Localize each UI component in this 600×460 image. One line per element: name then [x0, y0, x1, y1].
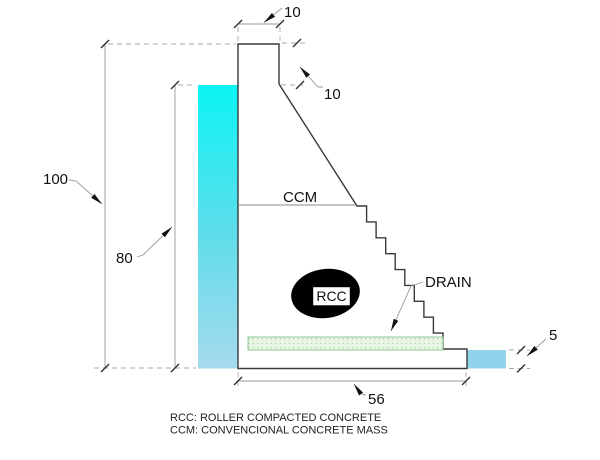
dim-value-base-width: 56	[368, 391, 385, 408]
legend-rcc-definition: RCC: ROLLER COMPACTED CONCRETE	[170, 412, 381, 424]
leader-line	[68, 179, 103, 205]
leader-line	[263, 7, 283, 23]
leader-line	[136, 226, 173, 258]
drain-strip	[247, 336, 444, 351]
dim-value-reservoir-depth: 80	[116, 250, 133, 267]
dim-tick	[233, 376, 243, 386]
drain-leader-line	[390, 281, 424, 332]
legend-ccm-definition: CCM: CONVENCIONAL CONCRETE MASS	[170, 425, 388, 437]
drain-label: DRAIN	[425, 274, 472, 291]
legend: RCC: ROLLER COMPACTED CONCRETE CCM: CONV…	[170, 412, 388, 437]
dim-reservoir-depth: 80	[116, 80, 196, 373]
rcc-label-box	[311, 285, 352, 307]
dim-tick	[516, 364, 526, 373]
dim-total-height: 100	[43, 39, 236, 373]
dim-tick	[461, 376, 471, 386]
leader-line	[353, 383, 367, 396]
dim-base-width: 56	[233, 372, 471, 408]
dim-tick	[100, 39, 110, 49]
dim-value-total-height: 100	[43, 171, 68, 188]
dim-tick	[170, 363, 180, 373]
dim-tick	[295, 80, 305, 90]
dim-crest-width: 10	[233, 4, 301, 42]
dim-value-crest-width: 10	[284, 4, 301, 21]
dim-value-upper-face: 10	[324, 86, 341, 103]
leader-line	[299, 66, 323, 88]
dim-tick	[275, 19, 285, 29]
upstream-reservoir-water	[198, 85, 238, 369]
dim-value-tailwater-depth: 5	[549, 327, 557, 344]
dim-upper-face-height: 10	[281, 38, 341, 103]
ccm-label: CCM	[283, 189, 317, 206]
rcc-label: RCC	[316, 288, 346, 304]
tailwater	[467, 350, 506, 369]
dim-tick	[516, 345, 526, 355]
dam-body	[237, 43, 468, 370]
dim-tick	[170, 80, 180, 90]
dim-tick	[233, 19, 243, 29]
dim-tick	[100, 363, 110, 373]
leader-line	[526, 338, 547, 357]
dim-tailwater-depth: 5	[509, 327, 557, 373]
dim-tick	[292, 38, 302, 48]
